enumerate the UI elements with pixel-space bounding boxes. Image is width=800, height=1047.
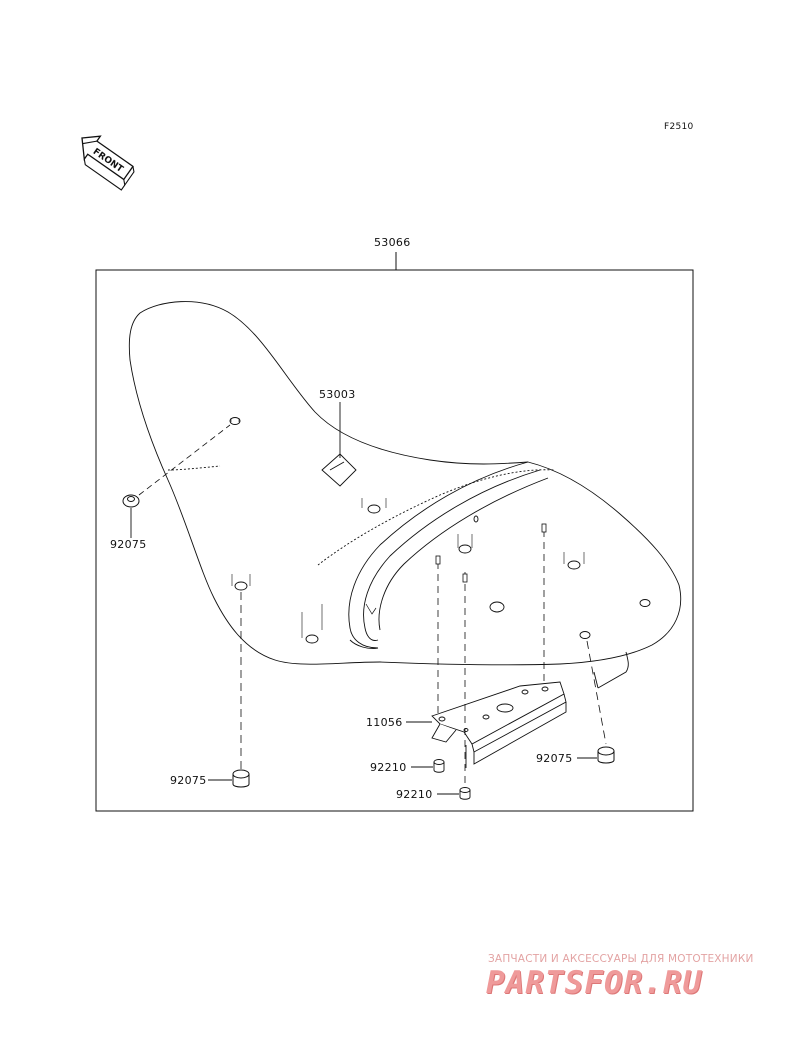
front-arrow-icon: FRONT [81,135,135,191]
assembly-box [95,269,694,812]
nut-upper-icon [433,759,445,773]
sticker-icon [321,453,357,487]
label-grommet-right: 92075 [536,752,573,765]
grommet-right-icon [597,746,615,764]
watermark-tagline: ЗАПЧАСТИ И АКСЕССУАРЫ ДЛЯ МОТОТЕХНИКИ [488,953,754,965]
figure-code: F2510 [664,122,694,132]
label-sticker: 53003 [319,388,356,401]
seat-body [128,301,682,689]
nut-lower-icon [459,787,471,800]
grommet-bottom-icon [232,769,250,788]
bolt-dash-lines [437,530,545,786]
label-grommet-bottom: 92075 [170,774,207,787]
seat-mount-bosses [229,417,651,644]
label-nut-upper: 92210 [370,761,407,774]
bolt-studs [435,523,547,583]
label-bracket: 11056 [366,716,403,729]
label-grommet-left: 92075 [110,538,147,551]
watermark-logo: PARTSFOR.RU [486,965,703,1001]
label-nut-lower: 92210 [396,788,433,801]
grommet-left-icon [122,494,140,508]
dash-grommet-right [586,640,607,745]
dash-grommet-left [138,424,231,496]
label-seat-assembly: 53066 [374,236,411,249]
